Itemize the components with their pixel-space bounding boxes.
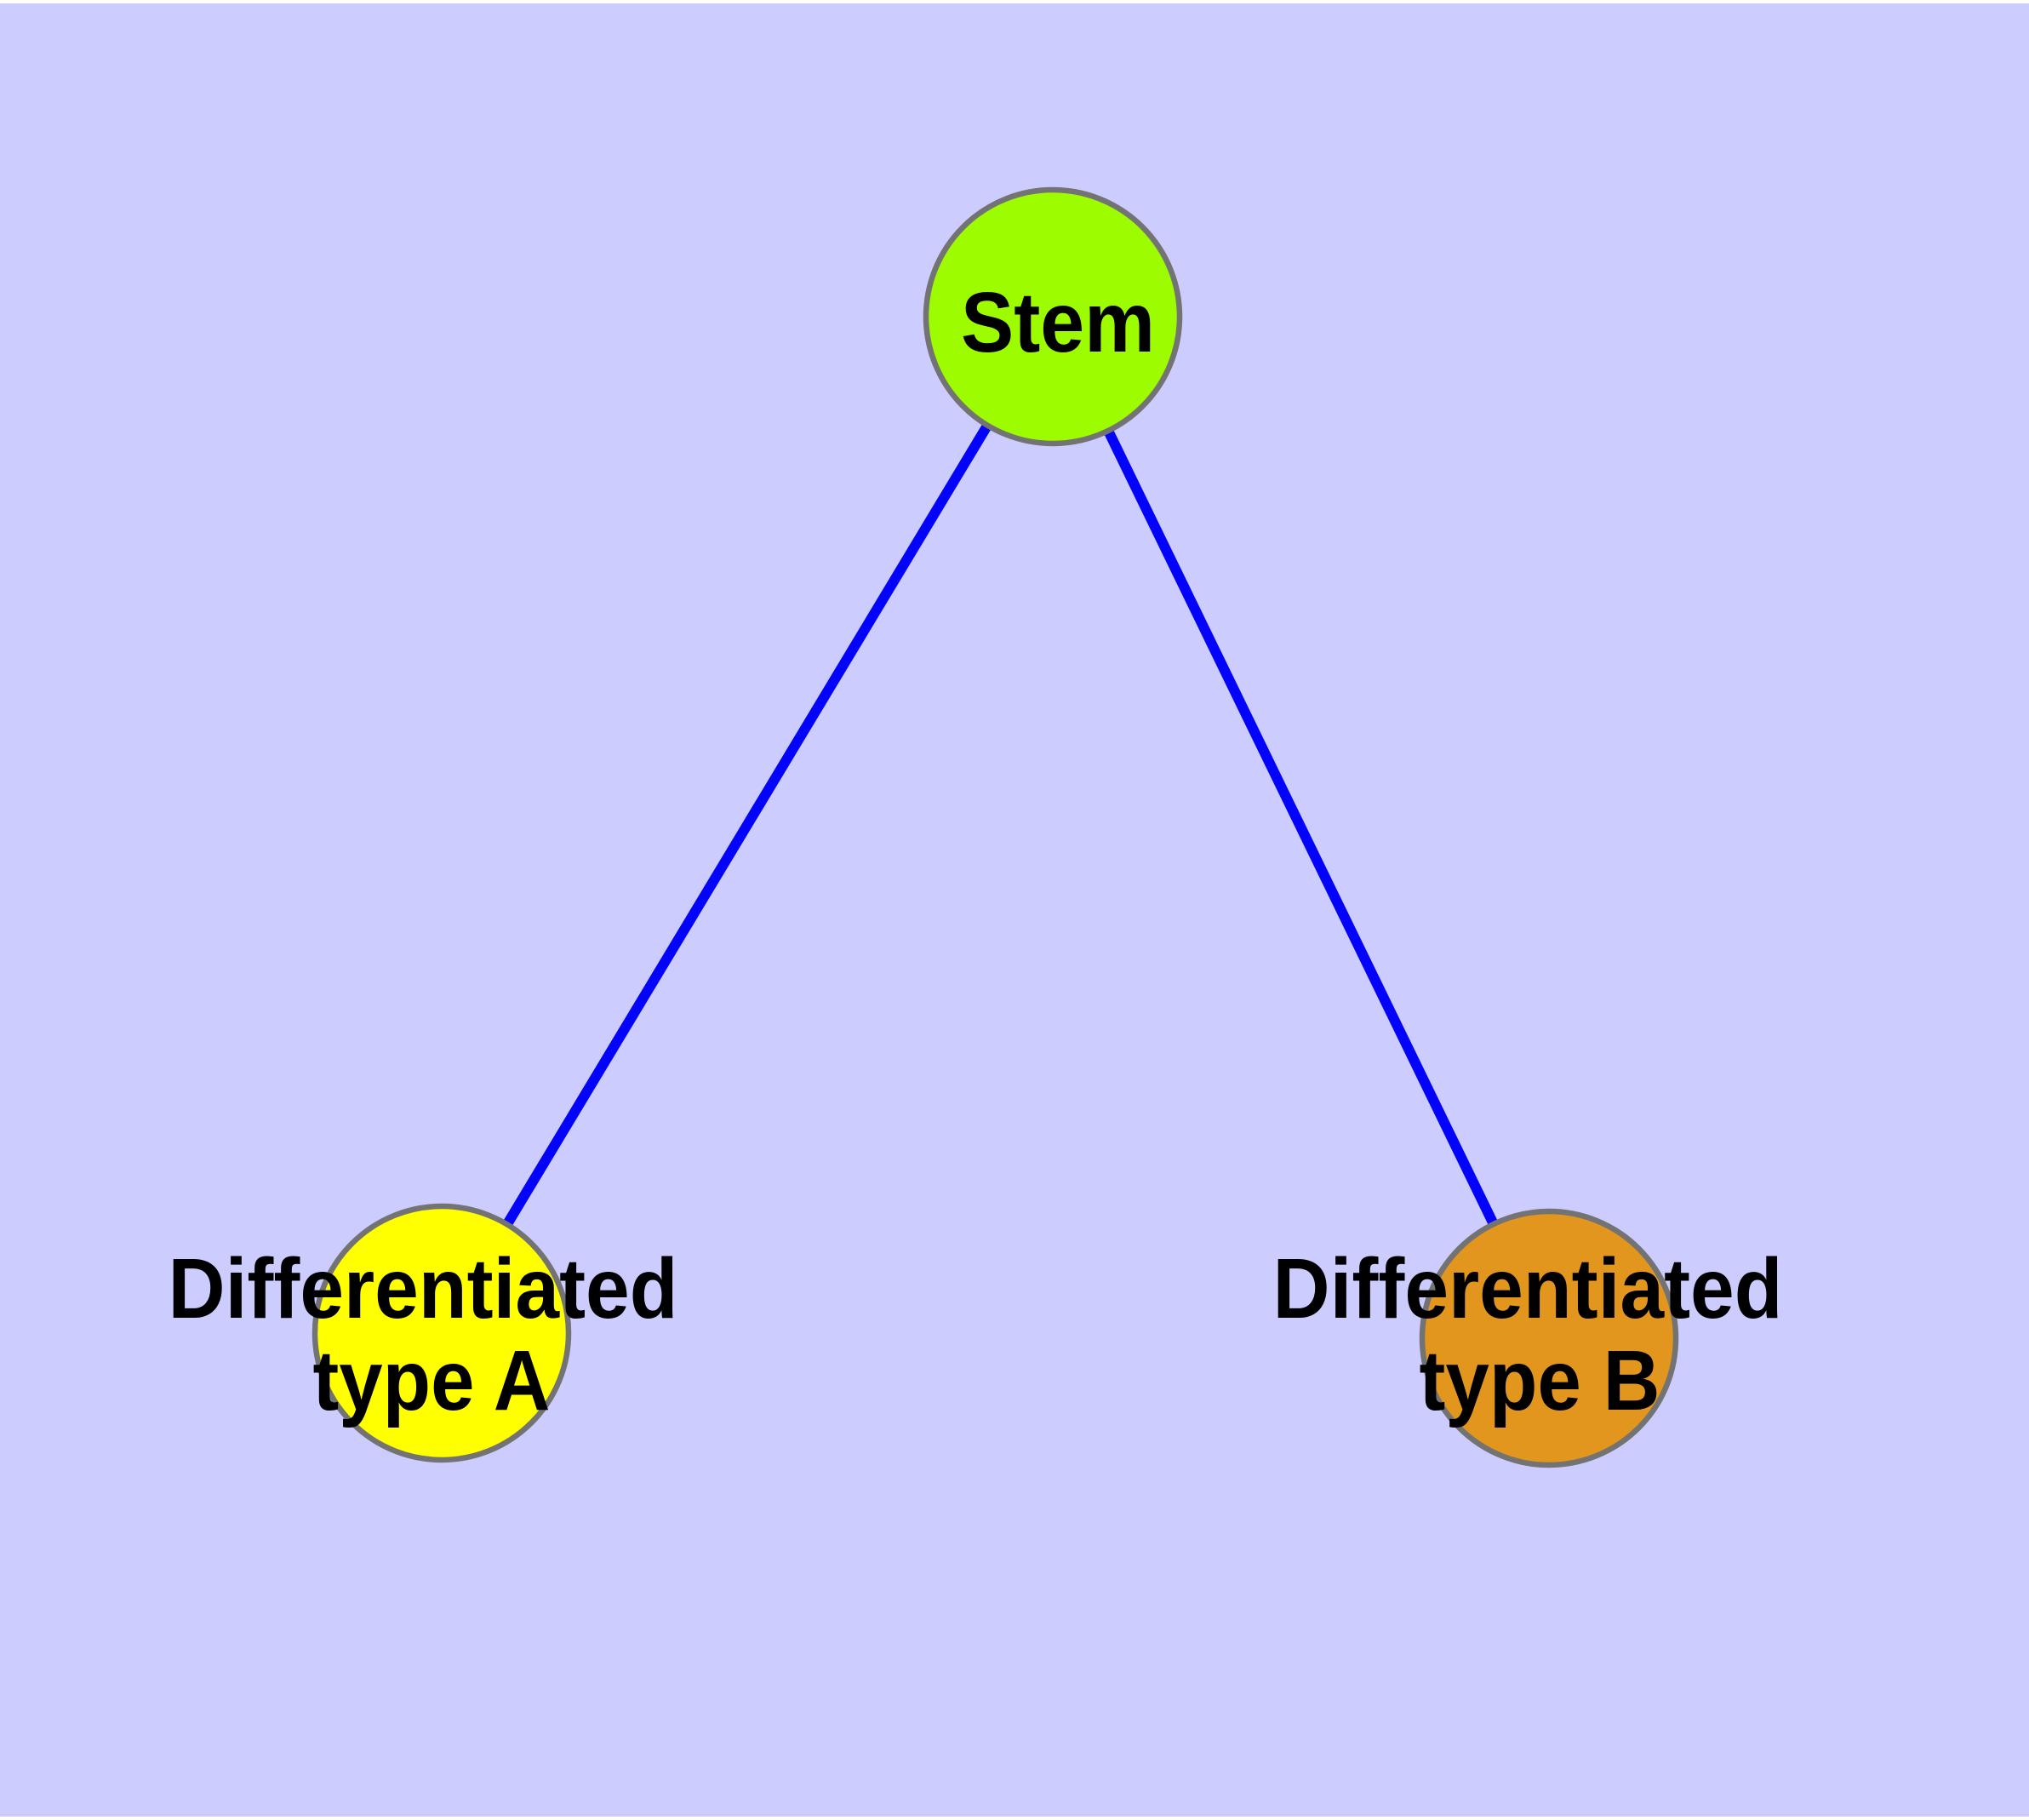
svg-text:type B: type B xyxy=(1420,1333,1660,1428)
svg-text:Differentiated: Differentiated xyxy=(169,1241,678,1336)
svg-text:Stem: Stem xyxy=(961,275,1155,370)
svg-text:Differentiated: Differentiated xyxy=(1273,1241,1783,1336)
svg-text:type A: type A xyxy=(313,1333,551,1428)
